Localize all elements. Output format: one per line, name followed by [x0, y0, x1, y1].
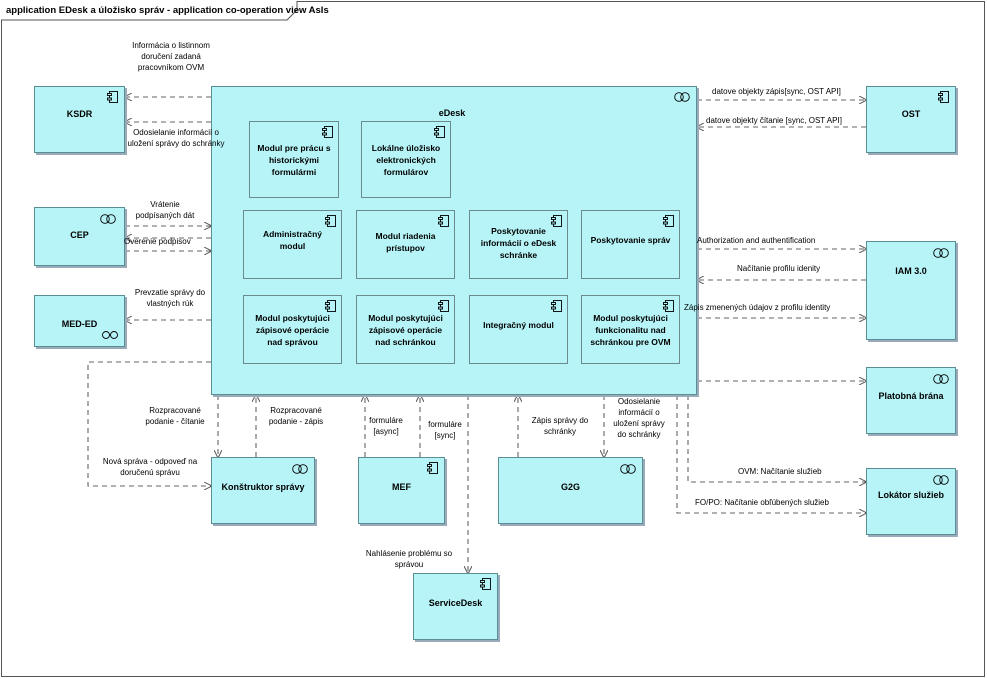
- edge-label-kon-citanie: Rozpracované podanie - čítanie: [145, 406, 205, 426]
- node-cep[interactable]: CEP: [34, 207, 125, 266]
- node-med-ed[interactable]: MED-ED: [34, 295, 125, 347]
- edge-label-mef-sync: formuláre [sync]: [428, 420, 462, 440]
- edge-label-iam-auth: Authorization and authentification: [697, 236, 816, 245]
- edge-label-med-prev: Prevzatie správy do vlastných rúk: [134, 288, 206, 308]
- edge-label-sd-nahl: Nahlásenie problému so správou: [365, 549, 453, 569]
- edge-label-g2g-zapis: Zápis správy do schránky: [531, 416, 589, 436]
- collaboration-icon: [933, 248, 949, 258]
- node-lokator-sluzieb[interactable]: Lokátor služieb: [866, 468, 956, 535]
- component-icon: [322, 126, 333, 138]
- module-lokalne-ulozisko[interactable]: Lokálne úložisko elektronických formulár…: [361, 121, 451, 198]
- edge-label-ost-citanie: datove objekty čítanie [sync, OST API]: [706, 116, 842, 125]
- component-icon: [551, 300, 562, 312]
- diagram-title: application EDesk a úložisko správ - app…: [6, 5, 329, 16]
- component-icon: [438, 300, 449, 312]
- component-icon: [663, 300, 674, 312]
- collaboration-icon: [292, 464, 308, 474]
- node-platobna-brana[interactable]: Platobná brána: [866, 367, 956, 434]
- edge-label-kon-nova: Nová správa - odpoveď na doručenú správu: [102, 457, 198, 477]
- edge-label-cep-over: Overenie podpisov: [124, 237, 191, 246]
- module-funkcionalita-ovm[interactable]: Modul poskytujúci funkcionalitu nad schr…: [581, 295, 680, 364]
- component-icon: [325, 215, 336, 227]
- edge-lok-fopo: [676, 395, 866, 513]
- component-icon: [434, 126, 445, 138]
- module-administracny[interactable]: Administračný modul: [243, 210, 342, 279]
- edge-lok-ovm: [687, 395, 866, 482]
- module-zapis-schranka[interactable]: Modul poskytujúci zápisové operácie nad …: [356, 295, 455, 364]
- module-zapis-sprava[interactable]: Modul poskytujúci zápisové operácie nad …: [243, 295, 342, 364]
- edge-kon-nova: [87, 361, 211, 486]
- node-g2g[interactable]: G2G: [498, 457, 643, 524]
- component-icon: [551, 215, 562, 227]
- collaboration-icon: [620, 464, 636, 474]
- collaboration-icon: [674, 92, 690, 102]
- interface-icon: [102, 331, 118, 339]
- node-ost[interactable]: OST: [866, 86, 956, 153]
- node-mef[interactable]: MEF: [358, 457, 445, 524]
- edge-label-ksdr-info: Informácia o listinnom doručení zadaná p…: [132, 41, 210, 72]
- module-poskytovanie-informacii[interactable]: Poskytovanie informácií o eDesk schránke: [469, 210, 568, 279]
- diagram-title-tab: application EDesk a úložisko správ - app…: [1, 1, 329, 21]
- component-icon: [107, 91, 118, 103]
- node-servicedesk[interactable]: ServiceDesk: [413, 573, 498, 640]
- edge-label-lok-ovm: OVM: Načítanie služieb: [738, 467, 822, 476]
- node-ksdr[interactable]: KSDR: [34, 86, 125, 153]
- collaboration-icon: [933, 475, 949, 485]
- collaboration-icon: [100, 214, 116, 224]
- edge-label-g2g-odos: Odosielanie informácií o uložení správy …: [613, 397, 665, 439]
- node-iam[interactable]: IAM 3.0: [866, 241, 956, 340]
- edge-label-mef-async: formuláre [async]: [369, 416, 403, 436]
- module-historicke-formulare[interactable]: Modul pre prácu s historickými formulárm…: [249, 121, 339, 198]
- module-integracny[interactable]: Integračný modul: [469, 295, 568, 364]
- component-icon: [480, 578, 491, 590]
- node-konstruktor-spravy[interactable]: Konštruktor správy: [211, 457, 315, 524]
- collaboration-icon: [933, 374, 949, 384]
- edge-label-iam-nacit: Načítanie profilu idenity: [737, 264, 821, 273]
- edge-label-kon-zapis: Rozpracované podanie - zápis: [268, 406, 324, 426]
- edge-label-iam-zapis: Zápis zmenených údajov z profilu identit…: [684, 303, 831, 312]
- edge-label-cep-vrat: Vrátenie podpísaných dát: [135, 200, 195, 220]
- component-icon: [427, 462, 438, 474]
- edge-label-ost-zapis: datove objekty zápis[sync, OST API]: [712, 87, 841, 96]
- module-riadenia-pristupov[interactable]: Modul riadenia prístupov: [356, 210, 455, 279]
- component-icon: [663, 215, 674, 227]
- component-icon: [438, 215, 449, 227]
- component-icon: [938, 91, 949, 103]
- edge-label-ksdr-odos: Odosielanie informácií o uložení správy …: [127, 128, 225, 148]
- component-icon: [325, 300, 336, 312]
- edge-label-lok-fopo: FO/PO: Načítanie obľúbených služieb: [695, 498, 829, 507]
- module-poskytovanie-sprav[interactable]: Poskytovanie správ: [581, 210, 680, 279]
